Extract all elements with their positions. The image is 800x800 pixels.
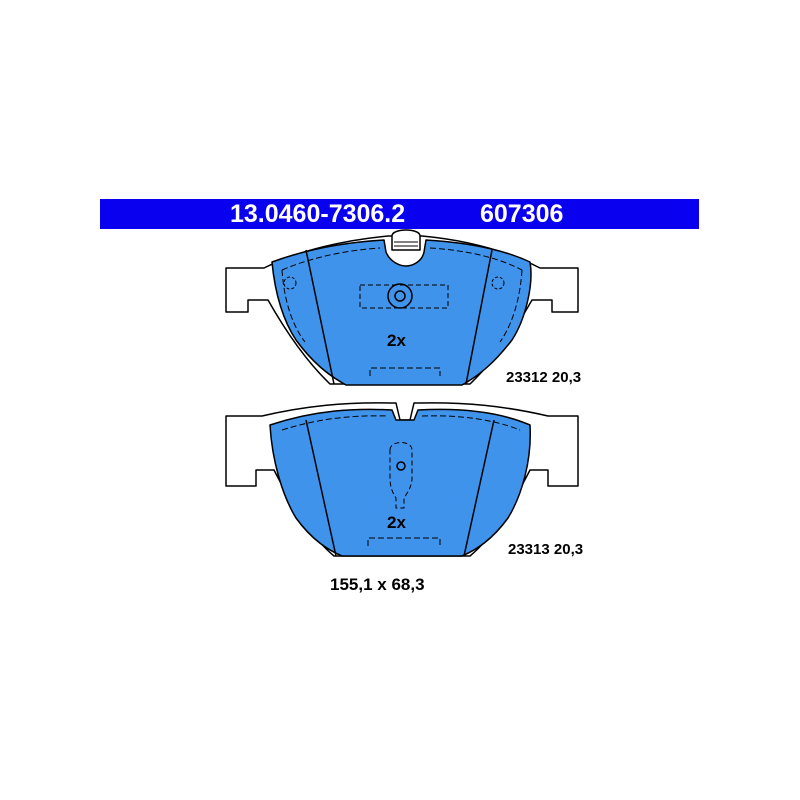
lower-sensor-keyhole (389, 442, 413, 509)
upper-spring-clip (391, 229, 421, 251)
header-banner: 13.0460-7306.2 607306 (100, 199, 699, 229)
pad-dimensions: 155,1 x 68,3 (330, 575, 425, 594)
upper-pad-code: 23312 20,3 (506, 369, 582, 386)
lower-pad-quantity: 2x (387, 513, 406, 532)
upper-pad (225, 229, 579, 386)
article-number: 13.0460-7306.2 (230, 200, 406, 228)
upper-slot-right (465, 249, 493, 385)
upper-center-ring (387, 283, 413, 309)
lower-friction-pad (269, 408, 531, 557)
lower-pad (225, 402, 579, 557)
upper-sensor-mount (359, 284, 449, 309)
lower-slot-left (305, 419, 337, 557)
upper-friction-pad (271, 239, 532, 386)
upper-pad-quantity: 2x (387, 331, 406, 350)
lower-slot-right (463, 419, 495, 557)
upper-slot-left (305, 249, 335, 385)
lower-pad-code: 23313 20,3 (508, 541, 584, 558)
short-number: 607306 (480, 200, 564, 228)
